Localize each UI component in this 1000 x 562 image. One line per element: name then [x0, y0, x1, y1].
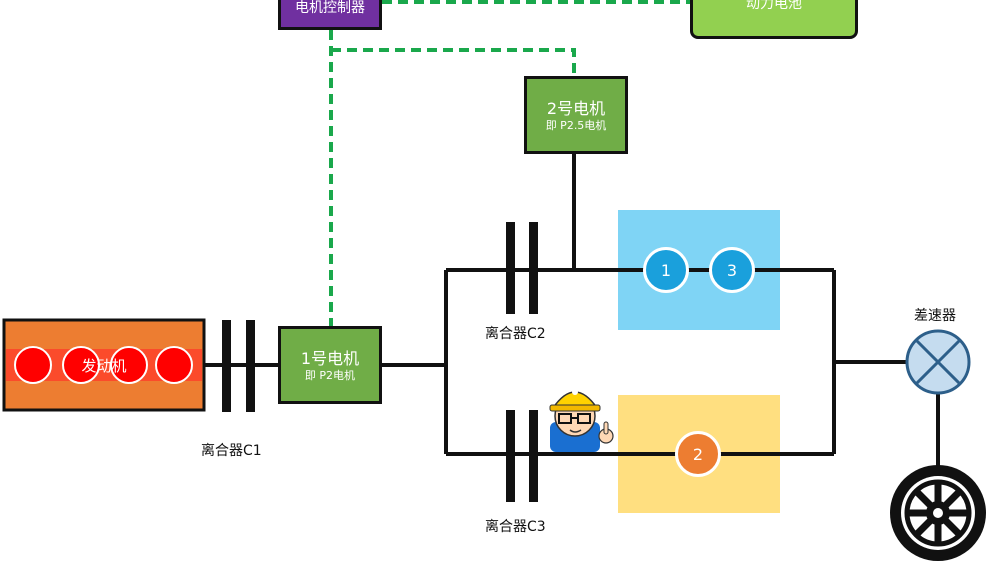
motor2-box: 2号电机 即 P2.5电机 [524, 76, 628, 154]
engineer-mascot-icon [549, 389, 614, 452]
clutch-c1-label: 离合器C1 [201, 443, 262, 459]
cylinder-3 [110, 346, 148, 384]
motor-controller-label: 电机控制器 [295, 0, 365, 16]
power-battery-box: 动力电池 [690, 0, 858, 39]
power-battery-label: 动力电池 [746, 0, 802, 12]
gear-1: 1 [643, 247, 689, 293]
cylinder-2 [62, 346, 100, 384]
clutch-c3-label: 离合器C3 [485, 519, 546, 535]
controller-to-motor2-line [331, 48, 576, 76]
control-wiring [329, 0, 690, 326]
clutch-c2-plates [506, 222, 538, 314]
motor-controller-box: 电机控制器 [278, 0, 382, 30]
clutch-c3-plates [506, 410, 538, 502]
engine-label: 发动机 [81, 357, 127, 375]
motor1-box: 1号电机 即 P2电机 [278, 326, 382, 404]
differential-label: 差速器 [914, 308, 956, 324]
gear-2: 2 [675, 431, 721, 477]
gear-3: 3 [709, 247, 755, 293]
motor1-label: 1号电机 [300, 348, 360, 368]
engine-cylinders [14, 346, 193, 384]
wheel-icon [890, 465, 986, 561]
clutch-c1-plates [222, 320, 255, 412]
cylinder-1 [14, 346, 52, 384]
differential-cross-icon [905, 329, 971, 395]
clutch-c2-label: 离合器C2 [485, 326, 546, 342]
cylinder-4 [155, 346, 193, 384]
motor1-sublabel: 即 P2电机 [304, 368, 356, 382]
motor2-sublabel: 即 P2.5电机 [545, 118, 607, 132]
motor2-label: 2号电机 [546, 98, 606, 118]
